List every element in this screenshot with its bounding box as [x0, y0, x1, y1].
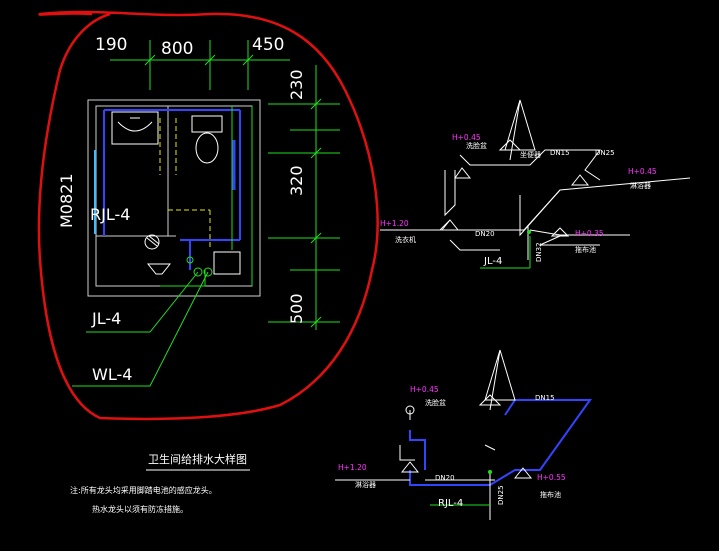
iso2-dn15: DN15 — [535, 394, 555, 402]
iso1-dn32: DN32 — [535, 242, 543, 262]
red-markup-circle — [37, 10, 379, 421]
iso2-h-left: H+1.20 — [338, 463, 367, 472]
note-1: 注:所有龙头均采用脚踏电池的感应龙头。 — [70, 485, 217, 495]
hot-water-pipes-yellow — [159, 118, 211, 250]
iso2-dn25: DN25 — [497, 485, 505, 505]
iso1-riser-label: JL-4 — [483, 256, 502, 267]
iso1-fixture-b: 坐便器 — [520, 150, 541, 159]
iso2-supply-blue — [409, 399, 592, 486]
iso2-fixture-a: 洗脸盆 — [425, 398, 446, 407]
dim-top-190: 190 — [95, 35, 127, 55]
iso2-riser-label: RJL-4 — [438, 498, 463, 509]
riser-label-wl-4: WL-4 — [92, 365, 132, 384]
iso1-fixture-c: 淋浴器 — [630, 181, 651, 190]
riser-label-rjl-4: RJL-4 — [90, 205, 130, 224]
iso1-fixture-e: 拖布池 — [575, 245, 596, 254]
iso2-fittings — [400, 394, 533, 479]
iso1-h-mid: H+0.35 — [575, 229, 604, 238]
floor-drain-and-pipes — [144, 234, 241, 275]
dim-right-320: 320 — [287, 165, 306, 196]
iso1-h-right: H+0.45 — [628, 167, 657, 176]
supply-pipes-blue — [103, 109, 241, 270]
iso2-h-top: H+0.45 — [410, 385, 439, 394]
iso1-dn15: DN15 — [550, 149, 570, 157]
iso2-dn20: DN20 — [435, 474, 455, 482]
iso1-fittings — [440, 139, 590, 237]
note-2: 热水龙头以须有防冻措施。 — [92, 504, 188, 514]
iso1-dn20: DN20 — [475, 230, 495, 238]
plan-walls — [87, 99, 261, 297]
iso1-fixture-a: 洗脸盆 — [466, 141, 487, 150]
door-code-label: M0821 — [57, 173, 76, 228]
riser-leaders — [72, 271, 209, 387]
iso2-fixture-c: 拖布池 — [540, 490, 561, 499]
dim-right-500: 500 — [287, 293, 306, 324]
iso2-fixture-b: 淋浴器 — [355, 480, 376, 489]
drain-pipes-green — [160, 106, 253, 287]
plan-dimension-lines — [110, 40, 340, 330]
iso2-junction — [488, 470, 492, 474]
iso1-h-top: H+0.45 — [452, 133, 481, 142]
dim-right-230: 230 — [287, 69, 306, 100]
drawing-title: 卫生间给排水大样图 — [148, 452, 247, 466]
riser-label-jl-4: JL-4 — [91, 309, 121, 328]
washbasin — [111, 111, 159, 145]
iso2-h-right: H+0.55 — [537, 473, 566, 482]
iso1-fixture-d: 洗衣机 — [395, 235, 416, 244]
iso1-h-left: H+1.20 — [380, 219, 409, 228]
dim-top-800: 800 — [161, 39, 193, 59]
toilet — [191, 115, 223, 164]
iso1-dn25: DN25 — [595, 149, 615, 157]
iso1-pipes — [380, 99, 691, 260]
dim-top-450: 450 — [252, 35, 284, 55]
iso2-pipes-white — [335, 349, 516, 520]
iso1-junction — [527, 230, 531, 234]
